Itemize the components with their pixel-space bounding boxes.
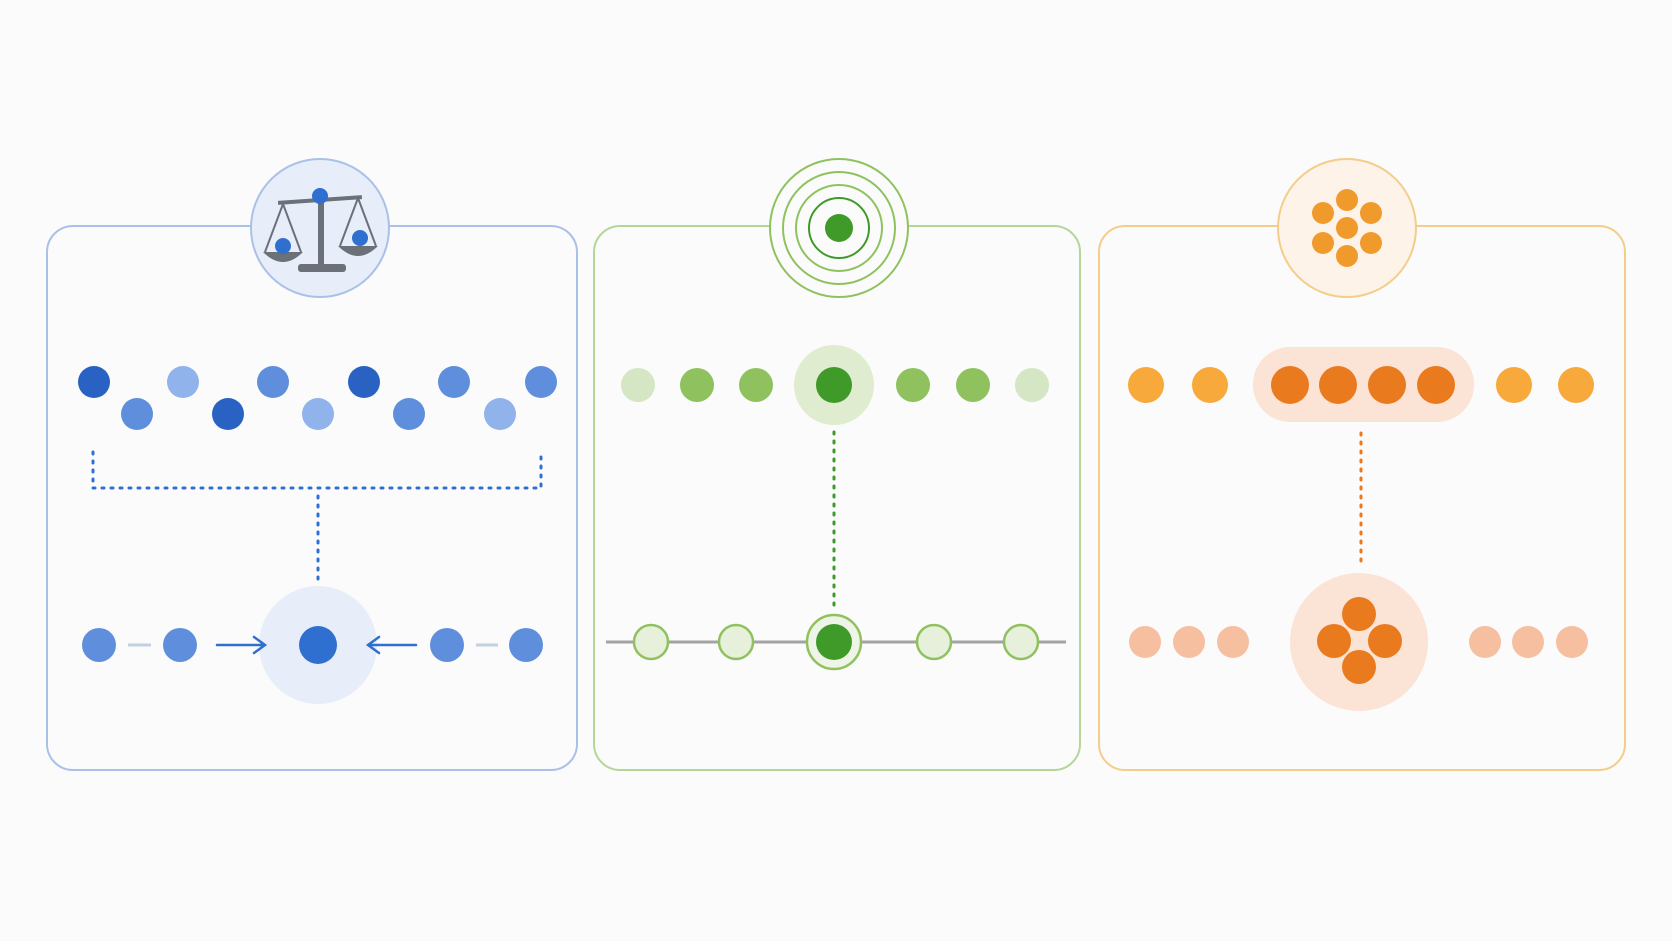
mode-cluster-dot (1368, 624, 1402, 658)
balance-scale-icon (263, 188, 378, 272)
cluster-dot (1336, 217, 1358, 239)
cluster-dot (1360, 232, 1382, 254)
mean-point (299, 626, 337, 664)
data-point (525, 366, 557, 398)
data-point (167, 366, 199, 398)
data-point (1192, 367, 1228, 403)
scale-right-dot (352, 230, 368, 246)
arrow-right-icon (215, 635, 268, 655)
data-point (1512, 626, 1544, 658)
bracket-dotted (91, 450, 543, 490)
scale-base (298, 264, 346, 272)
data-point (1469, 626, 1501, 658)
data-point (509, 628, 543, 662)
cluster-dot (1336, 245, 1358, 267)
target-ring-inner (808, 197, 870, 259)
data-point (257, 366, 289, 398)
line-point (632, 623, 670, 661)
data-point (348, 366, 380, 398)
data-point (1558, 367, 1594, 403)
scale-right-pan (338, 246, 378, 256)
data-point (82, 628, 116, 662)
data-point (896, 368, 930, 402)
scale-top-dot (312, 188, 328, 204)
scale-left-dot (275, 238, 291, 254)
data-point (1556, 626, 1588, 658)
mode-point (1271, 366, 1309, 404)
data-point (438, 366, 470, 398)
data-point (163, 628, 197, 662)
target-icon (782, 171, 896, 285)
panel-mode (1098, 158, 1626, 771)
data-point (1129, 626, 1161, 658)
data-point (212, 398, 244, 430)
mode-cluster-dot (1317, 624, 1351, 658)
data-point (393, 398, 425, 430)
data-point (621, 368, 655, 402)
mode-cluster-dot (1342, 597, 1376, 631)
data-point (1496, 367, 1532, 403)
cluster-dot (1312, 202, 1334, 224)
data-point (121, 398, 153, 430)
arrow-left-icon (365, 635, 418, 655)
panel-median (593, 158, 1081, 771)
mode-highlight (1253, 347, 1474, 422)
data-point (1173, 626, 1205, 658)
cluster-dot (1312, 232, 1334, 254)
data-point (739, 368, 773, 402)
scale-post (318, 198, 324, 266)
mode-cluster-dot (1342, 650, 1376, 684)
median-line-point (816, 624, 852, 660)
mode-point (1319, 366, 1357, 404)
target-ring-middle (795, 184, 883, 272)
panel-mean (46, 158, 578, 771)
data-point (430, 628, 464, 662)
scale-left-strings (264, 203, 302, 253)
data-point (680, 368, 714, 402)
mode-halo (1290, 573, 1428, 711)
data-point (1015, 368, 1049, 402)
cluster-dot (1336, 189, 1358, 211)
data-point (1217, 626, 1249, 658)
scale-left-pan (263, 252, 303, 262)
data-point (1128, 367, 1164, 403)
mode-point (1368, 366, 1406, 404)
line-point (1002, 623, 1040, 661)
cluster-dot (1360, 202, 1382, 224)
scale-right-strings (339, 197, 377, 247)
data-point (484, 398, 516, 430)
line-point (717, 623, 755, 661)
line-point (915, 623, 953, 661)
data-point (78, 366, 110, 398)
target-ring-outer (782, 171, 896, 285)
panel-median-frame (593, 225, 1081, 771)
mode-point (1417, 366, 1455, 404)
target-center (825, 214, 853, 242)
data-point (302, 398, 334, 430)
data-point (956, 368, 990, 402)
median-point (816, 367, 852, 403)
cluster-icon (1312, 189, 1382, 267)
